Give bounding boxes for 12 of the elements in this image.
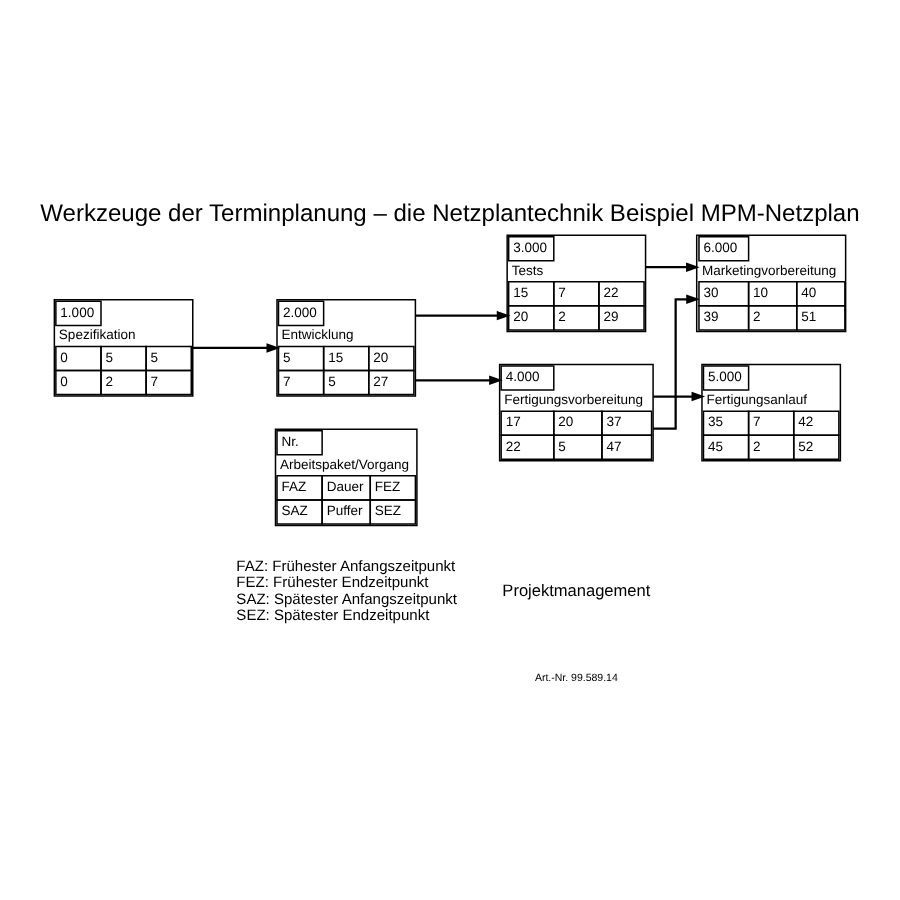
label: SAZ: Spätester Anfangszeitpunkt	[236, 588, 457, 607]
arrow	[415, 309, 511, 320]
arrow	[653, 293, 700, 429]
label: FAZ: Frühester Anfangszeitpunkt	[236, 555, 456, 574]
arrow	[645, 261, 700, 271]
label: Projektmanagement	[502, 580, 651, 599]
diagram-title: Werkzeuge der Terminplanung – die Netzplantechnik Beispiel MPM-Netzplan	[40, 198, 860, 227]
label: FEZ: Frühester Endzeitpunkt	[236, 572, 429, 591]
arrow	[653, 390, 706, 401]
arrow	[415, 374, 503, 385]
label: SEZ: Spätester Endzeitpunkt	[236, 605, 430, 624]
arrow	[192, 342, 281, 352]
